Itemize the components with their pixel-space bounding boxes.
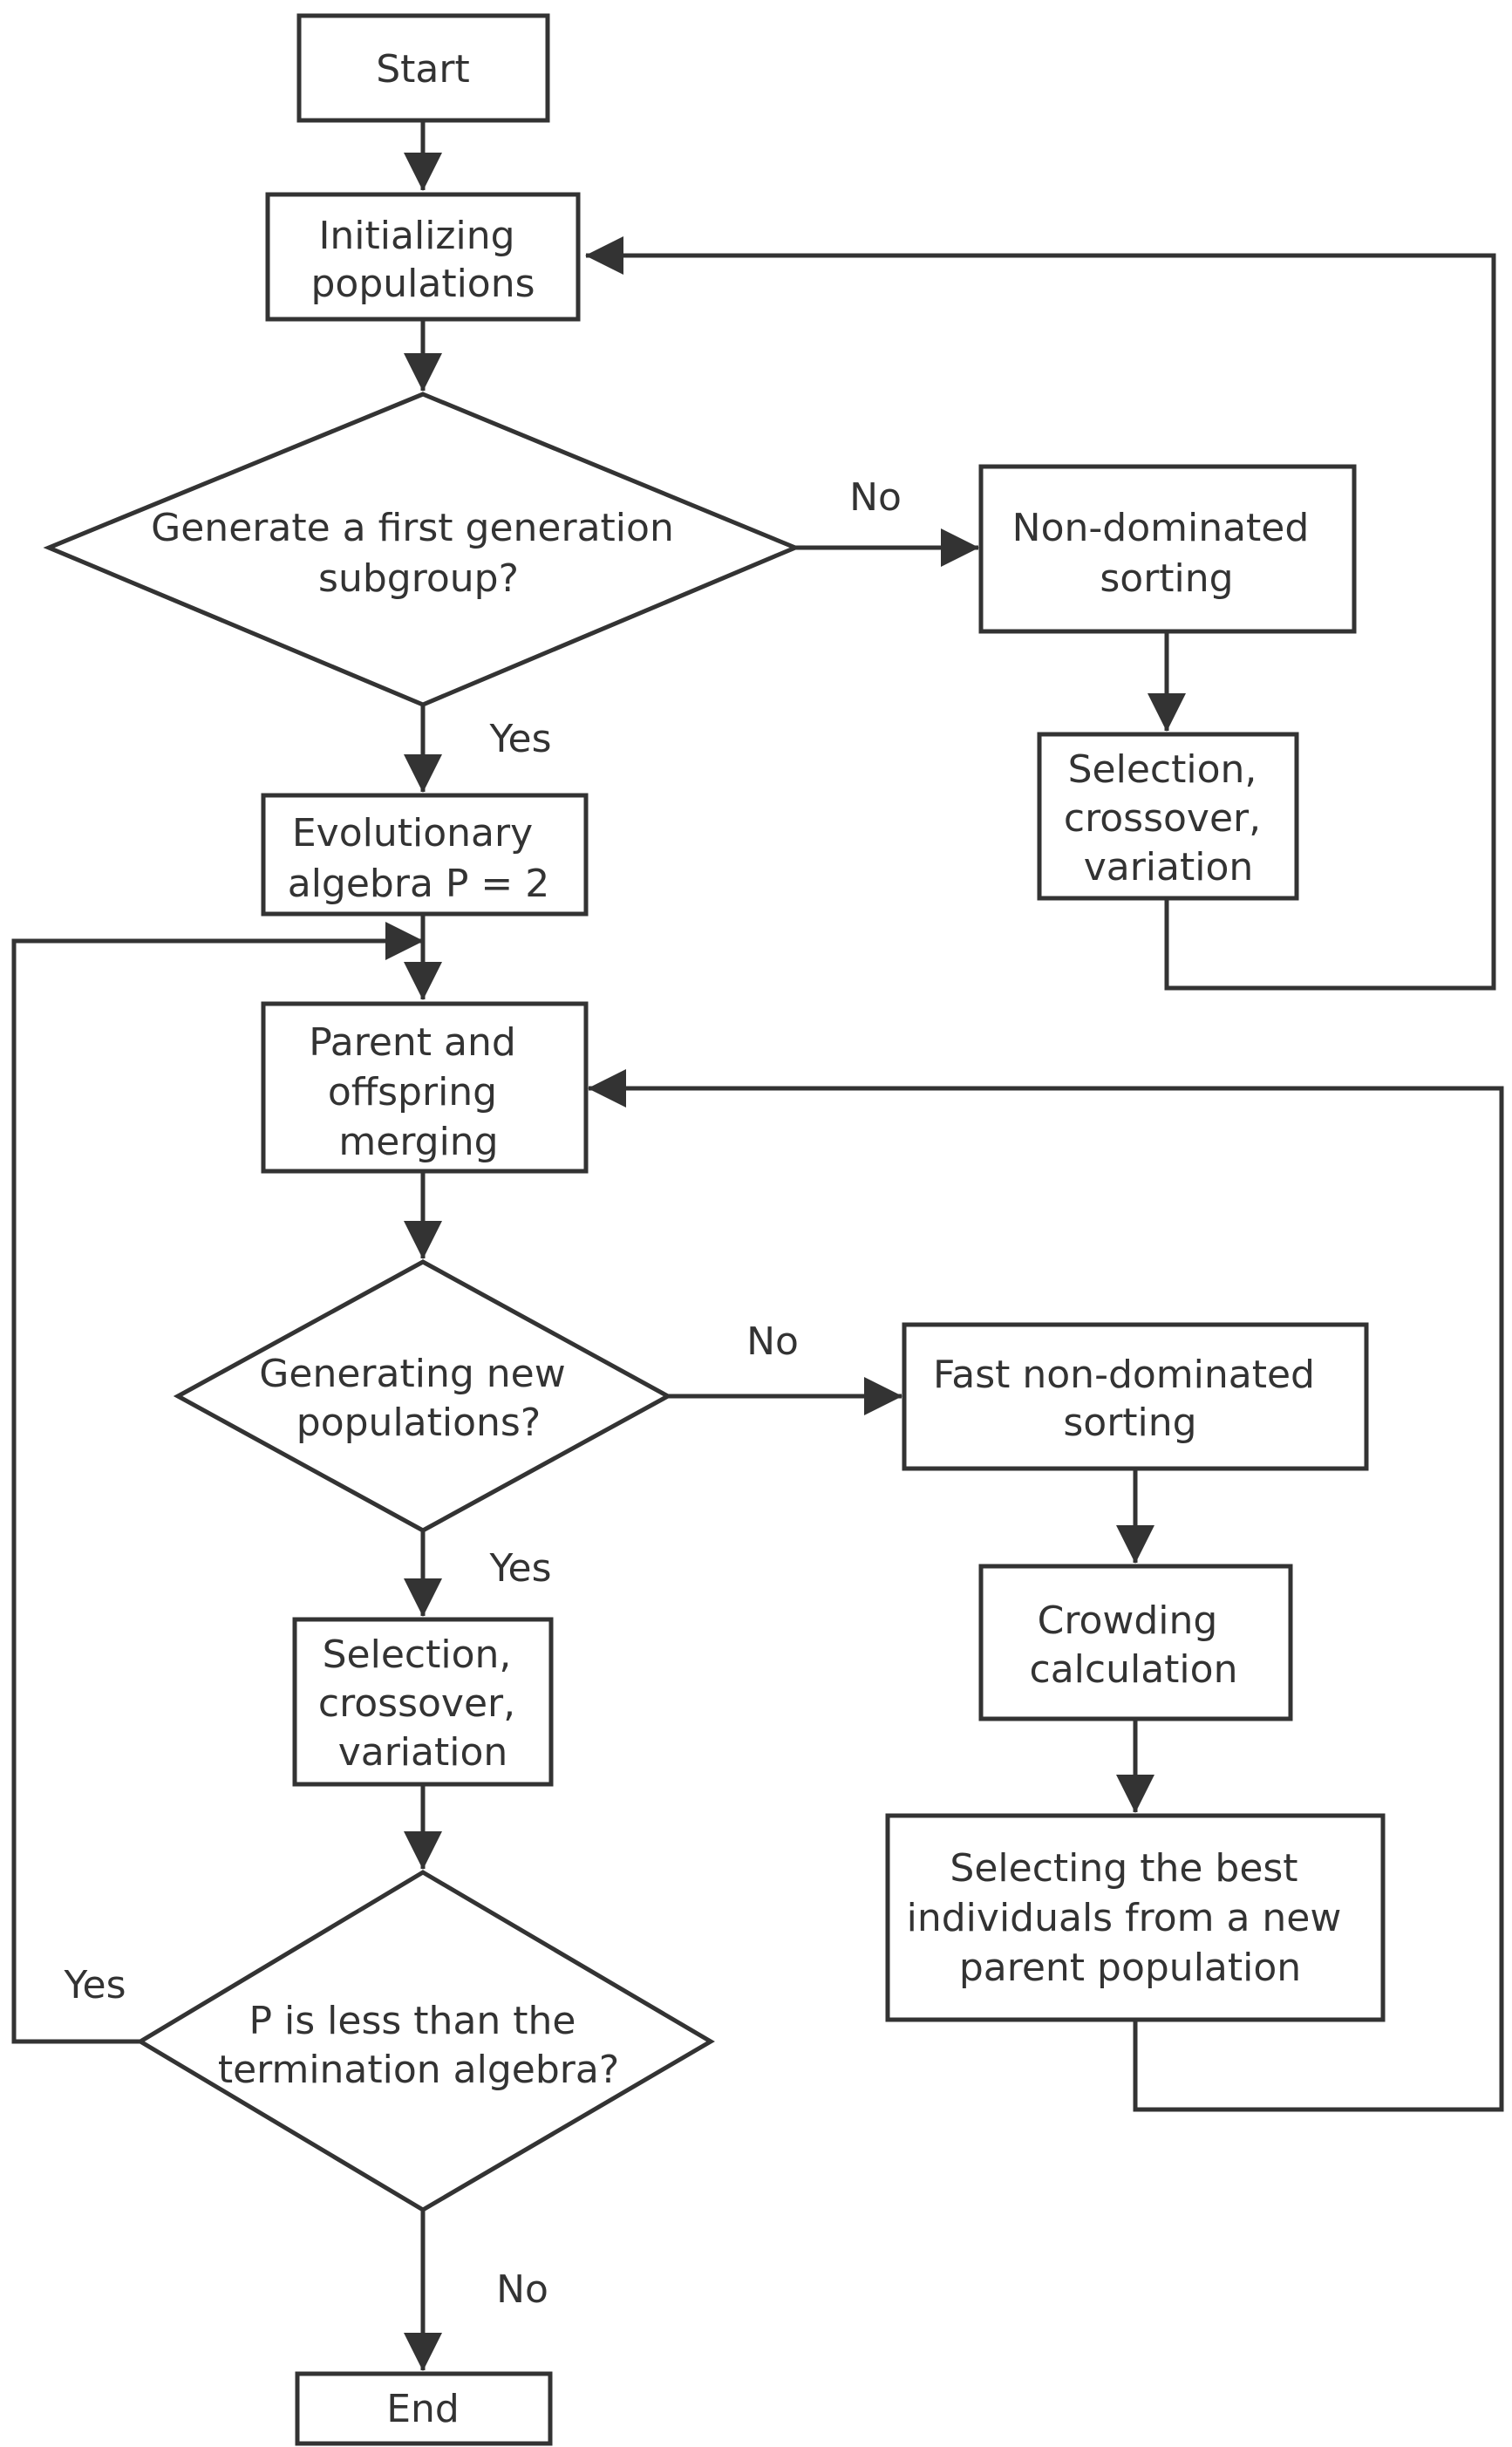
node-start: Start [296,13,550,123]
node-end-text: End [386,2387,460,2431]
label-first-yes: Yes [488,717,551,761]
label-newpop-yes: Yes [488,1546,551,1591]
node-crowding: Crowding calculation [978,1564,1293,1721]
edge-decision-term-yes [11,922,425,2044]
node-nds-top-text: Non-dominated sorting [1012,506,1322,601]
node-decision-first-text: Generate a first generation subgroup? [151,506,686,601]
node-crowding-text: Crowding calculation [1030,1598,1238,1692]
node-decision-term-text: P is less than the termination algebra? [218,1999,619,2092]
node-fast-nds-text: Fast non-dominated sorting [933,1353,1327,1445]
node-init: Initializing populations [265,192,581,322]
node-evo-alg: Evolutionary algebra P = 2 [261,793,589,917]
node-merge: Parent and offspring merging [261,1001,589,1174]
node-scv-mid: Selection, crossover, variation [292,1617,554,1787]
node-fast-nds: Fast non-dominated sorting [902,1322,1369,1471]
node-end: End [295,2371,553,2446]
node-scv-top-text: Selection, crossover, variation [1064,747,1273,890]
label-term-no: No [496,2267,548,2312]
node-decision-first: Generate a first generation subgroup? [43,392,801,707]
node-decision-term: P is less than the termination algebra? [136,1870,715,2212]
node-evo-alg-text: Evolutionary algebra P = 2 [288,811,550,906]
node-nds-top: Non-dominated sorting [978,464,1357,634]
edge-scv-top-loop [584,235,1496,991]
label-newpop-no: No [746,1319,799,1364]
node-start-text: Start [376,47,470,92]
node-init-text: Initializing populations [310,214,535,306]
node-scv-top: Selection, crossover, variation [1037,732,1299,901]
node-scv-mid-text: Selection, crossover, variation [318,1632,528,1775]
node-select-best-text: Selecting the best individuals from a ne… [907,1846,1354,1990]
node-select-best: Selecting the best individuals from a ne… [885,1813,1386,2022]
node-merge-text: Parent and offspring merging [309,1020,528,1164]
edge-selectbest-loop [587,1068,1504,2112]
node-decision-newpop: Generating new populations? [173,1259,673,1533]
label-term-yes: Yes [63,1963,126,2007]
label-first-no: No [849,475,902,520]
node-decision-newpop-text: Generating new populations? [259,1352,577,1445]
